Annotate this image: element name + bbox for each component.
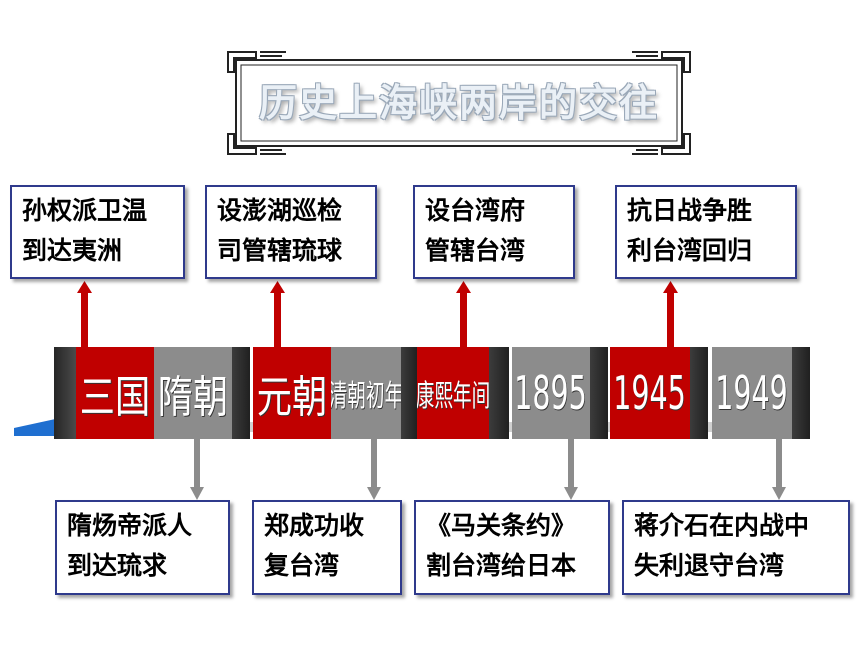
up-arrow-head-2 xyxy=(270,281,285,293)
down-arrow-shaft-4 xyxy=(776,438,782,488)
period-label: 清朝初年 xyxy=(331,379,401,414)
event-box-top-2: 设澎湖巡检 司管辖琉球 xyxy=(205,185,377,279)
event-text: 管辖台湾 xyxy=(425,236,526,265)
event-text: 到达琉求 xyxy=(67,551,168,580)
period-block-4: 清朝初年 xyxy=(331,347,417,439)
event-box-top-4: 抗日战争胜 利台湾回归 xyxy=(615,185,797,279)
event-text: 司管辖琉球 xyxy=(217,236,343,265)
page-title: 历史上海峡两岸的交往 xyxy=(258,81,659,125)
event-box-top-1: 孙权派卫温 到达夷洲 xyxy=(10,185,185,279)
period-label: 康熙年间 xyxy=(417,379,489,414)
event-text: 《马关条约》 xyxy=(426,511,577,540)
event-text: 到达夷洲 xyxy=(22,236,123,265)
event-text: 隋炀帝派人 xyxy=(67,511,193,540)
period-block-5: 康熙年间 xyxy=(417,347,509,439)
period-block-6: 1895 xyxy=(512,347,608,439)
event-box-top-3: 设台湾府 管辖台湾 xyxy=(413,185,575,279)
period-label: 隋朝 xyxy=(157,372,229,423)
up-arrow-head-4 xyxy=(663,281,678,293)
down-arrow-head-3 xyxy=(564,487,578,500)
event-box-bottom-4: 蒋介石在内战中 失利退守台湾 xyxy=(622,500,850,595)
event-text: 蒋介石在内战中 xyxy=(634,511,810,540)
event-box-bottom-1: 隋炀帝派人 到达琉求 xyxy=(55,500,230,595)
period-label: 三国 xyxy=(79,372,151,423)
up-arrow-shaft-2 xyxy=(274,290,281,350)
down-arrow-head-4 xyxy=(772,487,786,500)
period-label: 1949 xyxy=(715,366,789,420)
event-text: 设台湾府 xyxy=(425,196,526,225)
event-text: 割台湾给日本 xyxy=(426,551,577,580)
event-text: 利台湾回归 xyxy=(627,236,753,265)
event-text: 复台湾 xyxy=(264,551,340,580)
up-arrow-shaft-4 xyxy=(667,290,674,350)
period-label: 1895 xyxy=(514,366,588,420)
up-arrow-shaft-1 xyxy=(81,290,88,350)
period-block-7: 1945 xyxy=(610,347,708,439)
event-box-bottom-2: 郑成功收 复台湾 xyxy=(252,500,402,595)
down-arrow-shaft-2 xyxy=(371,438,377,488)
event-text: 抗日战争胜 xyxy=(627,196,753,225)
up-arrow-head-3 xyxy=(456,281,471,293)
period-label: 1945 xyxy=(613,366,687,420)
event-text: 设澎湖巡检 xyxy=(217,196,343,225)
timeline-base-ribbon xyxy=(14,418,60,436)
event-text: 孙权派卫温 xyxy=(22,196,148,225)
down-arrow-shaft-1 xyxy=(194,438,200,488)
event-text: 郑成功收 xyxy=(264,511,365,540)
title-banner-frame xyxy=(227,51,691,155)
period-block-1: 三国 xyxy=(54,347,154,439)
event-box-bottom-3: 《马关条约》 割台湾给日本 xyxy=(414,500,610,595)
period-label: 元朝 xyxy=(256,372,328,423)
period-block-8: 1949 xyxy=(712,347,810,439)
down-arrow-shaft-3 xyxy=(568,438,574,488)
event-text: 失利退守台湾 xyxy=(634,551,785,580)
down-arrow-head-1 xyxy=(190,487,204,500)
down-arrow-head-2 xyxy=(367,487,381,500)
period-block-3: 元朝 xyxy=(253,347,331,439)
up-arrow-shaft-3 xyxy=(460,290,467,350)
up-arrow-head-1 xyxy=(77,281,92,293)
period-block-2: 隋朝 xyxy=(154,347,250,439)
